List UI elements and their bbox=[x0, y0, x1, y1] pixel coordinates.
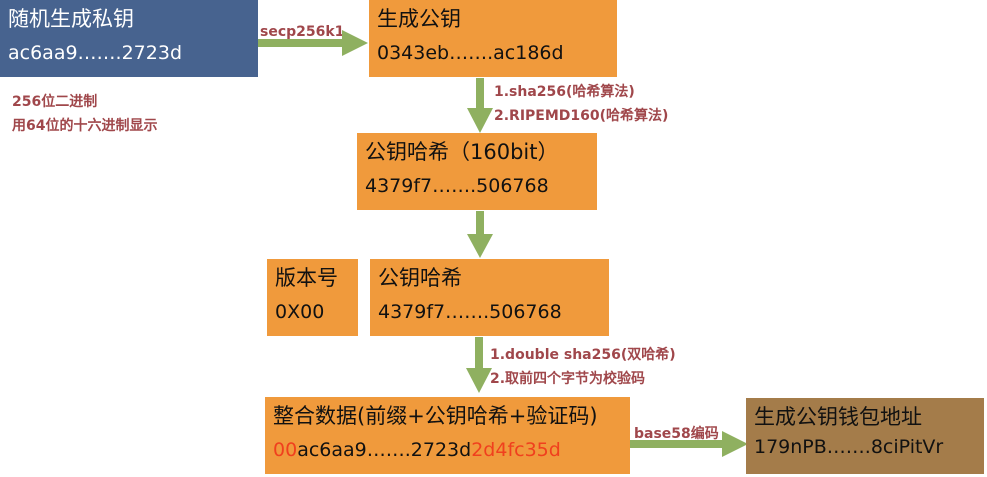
checksum-step-1: 1.double sha256(双哈希) bbox=[490, 347, 676, 363]
private-key-note-2: 用64位的十六进制显示 bbox=[12, 118, 158, 134]
secp256k1-label: secp256k1 bbox=[260, 24, 345, 40]
private-key-title: 随机生成私钥 bbox=[8, 7, 134, 31]
combined-data-title: 整合数据(前缀+公钥哈希+验证码) bbox=[273, 404, 598, 428]
base58-label: base58编码 bbox=[634, 426, 719, 442]
private-key-note-1: 256位二进制 bbox=[12, 94, 98, 110]
version-value: 0X00 bbox=[275, 301, 325, 323]
private-key-value: ac6aa9…….2723d bbox=[8, 42, 183, 64]
checksum-part: 2d4fc35d bbox=[471, 439, 561, 461]
wallet-address-title: 生成公钥钱包地址 bbox=[754, 405, 922, 429]
pubkey-hash-2-title: 公钥哈希 bbox=[378, 266, 462, 290]
public-key-value: 0343eb…….ac186d bbox=[377, 42, 564, 64]
version-box: 版本号 0X00 bbox=[267, 259, 358, 336]
combined-data-value: 00ac6aa9…….2723d2d4fc35d bbox=[273, 435, 622, 465]
wallet-address-box: 生成公钥钱包地址 179nPB…….8ciPitVr bbox=[746, 398, 984, 474]
arrow-down-icon bbox=[467, 211, 493, 258]
hash-step-1: 1.sha256(哈希算法) bbox=[494, 84, 635, 100]
pubkey-hash-title: 公钥哈希（160bit） bbox=[365, 140, 559, 164]
checksum-step-2: 2.取前四个字节为校验码 bbox=[490, 371, 646, 387]
arrow-down-icon bbox=[466, 337, 492, 393]
pubkey-hash-part: ac6aa9…….2723d bbox=[297, 439, 472, 461]
arrow-down-icon bbox=[467, 78, 493, 133]
wallet-address-value: 179nPB…….8ciPitVr bbox=[754, 436, 944, 458]
arrow-right-icon bbox=[630, 431, 748, 457]
version-title: 版本号 bbox=[275, 266, 338, 290]
pubkey-hash-box-2: 公钥哈希 4379f7…….506768 bbox=[370, 259, 609, 336]
combined-data-box: 整合数据(前缀+公钥哈希+验证码) 00ac6aa9…….2723d2d4fc3… bbox=[265, 397, 630, 474]
public-key-box: 生成公钥 0343eb…….ac186d bbox=[369, 0, 617, 77]
pubkey-hash-box: 公钥哈希（160bit） 4379f7…….506768 bbox=[357, 133, 597, 210]
pubkey-hash-value: 4379f7…….506768 bbox=[365, 175, 549, 197]
hash-step-2: 2.RIPEMD160(哈希算法) bbox=[494, 108, 669, 124]
private-key-box: 随机生成私钥 ac6aa9…….2723d bbox=[0, 0, 258, 77]
pubkey-hash-2-value: 4379f7…….506768 bbox=[378, 301, 562, 323]
version-prefix: 00 bbox=[273, 439, 298, 461]
arrow-right-icon bbox=[258, 30, 368, 56]
public-key-title: 生成公钥 bbox=[377, 7, 461, 31]
